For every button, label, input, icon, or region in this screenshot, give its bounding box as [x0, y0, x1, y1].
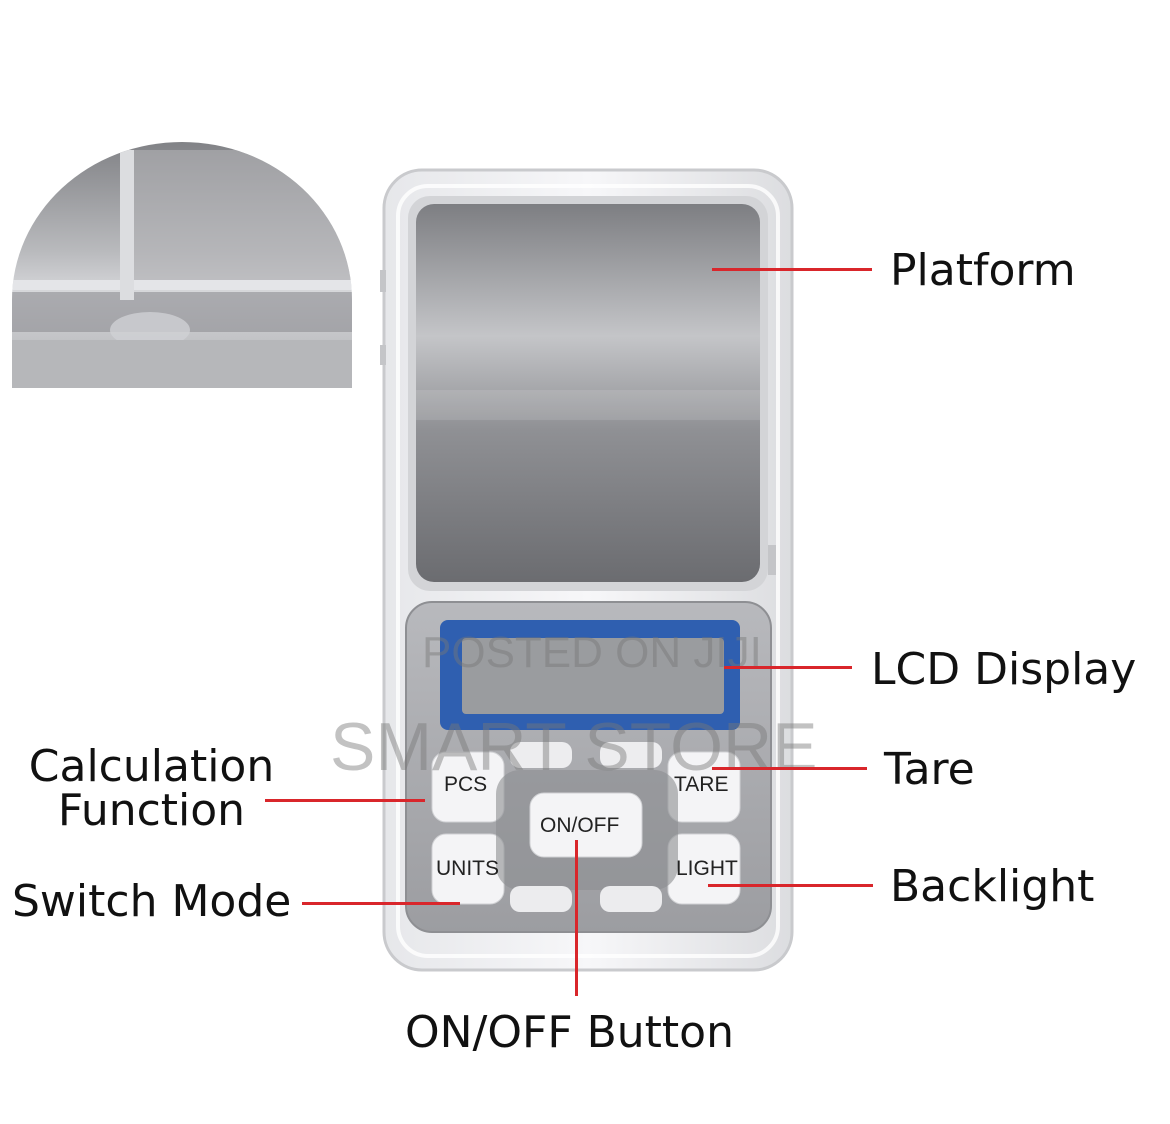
tare-button-label: TARE	[674, 773, 729, 796]
watermark-line2: SMART STORE	[330, 709, 818, 785]
watermark-line1: POSTED ON JIJI	[422, 628, 762, 677]
calculation-function-label: Calculation Function	[24, 745, 279, 833]
platform-leader	[712, 268, 872, 271]
button-on-off[interactable]	[496, 770, 678, 890]
lcd-display-label: LCD Display	[871, 644, 1137, 695]
lcd-leader	[724, 666, 852, 669]
units-button-label: UNITS	[436, 857, 499, 880]
tare-label: Tare	[884, 744, 975, 795]
lcd-display	[440, 620, 740, 730]
on-off-button-label: ON/OFF	[540, 814, 620, 837]
tare-leader	[712, 767, 867, 770]
zoom-inset	[12, 142, 352, 388]
platform	[408, 196, 768, 591]
switch-mode-label: Switch Mode	[12, 876, 292, 927]
pcs-button-label: PCS	[444, 773, 488, 796]
calculation-label-line2: Function	[57, 785, 246, 836]
light-button-label: LIGHT	[676, 857, 738, 880]
calculation-label-line1: Calculation	[28, 741, 275, 792]
on-off-leader	[575, 840, 578, 996]
backlight-leader	[708, 884, 873, 887]
on-off-button-label-caption: ON/OFF Button	[405, 1007, 734, 1058]
calculation-leader	[265, 799, 425, 802]
backlight-label: Backlight	[890, 861, 1095, 912]
platform-label: Platform	[890, 245, 1076, 296]
switch-mode-leader	[302, 902, 460, 905]
